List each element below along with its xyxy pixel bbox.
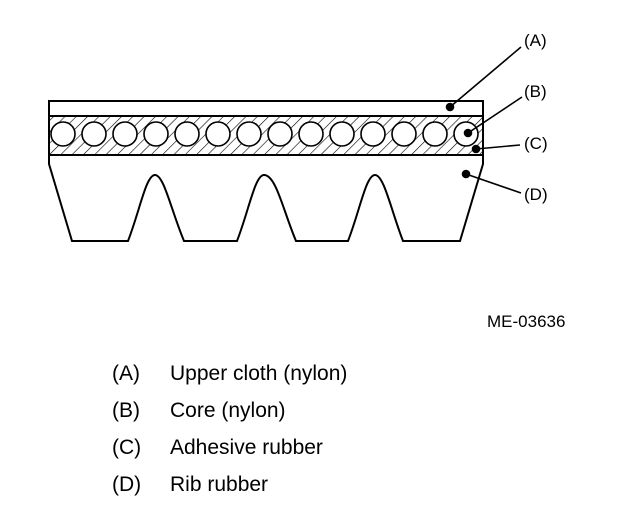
core-cord xyxy=(174,121,200,147)
callout-b-label: (B) xyxy=(524,82,547,101)
callout-a-label: (A) xyxy=(524,31,547,50)
figure-code: ME-03636 xyxy=(487,312,566,331)
callout-d-label: (D) xyxy=(524,185,548,204)
rib-rubber-layer xyxy=(48,154,484,242)
upper-cloth-layer xyxy=(48,100,484,117)
core-cord xyxy=(143,121,169,147)
core-cord xyxy=(81,121,107,147)
core-cord xyxy=(360,121,386,147)
core-cord xyxy=(391,121,417,147)
legend-text: Adhesive rubber xyxy=(170,436,323,459)
core-cord xyxy=(298,121,324,147)
legend-key: (B) xyxy=(112,399,140,422)
legend-key: (D) xyxy=(112,473,142,496)
legend-text: Upper cloth (nylon) xyxy=(170,362,348,385)
legend-key: (C) xyxy=(112,436,142,459)
core-cord xyxy=(422,121,448,147)
legend-text: Core (nylon) xyxy=(170,399,286,422)
legend-key: (A) xyxy=(112,362,140,385)
core-cord xyxy=(267,121,293,147)
core-layer xyxy=(48,115,484,156)
core-cord xyxy=(236,121,262,147)
core-cord xyxy=(112,121,138,147)
legend-text: Rib rubber xyxy=(170,473,269,496)
callout-leaders xyxy=(445,46,523,194)
belt-cross-section-diagram: (A) (B) (C) (D) xyxy=(48,31,548,242)
core-cord xyxy=(329,121,355,147)
core-cord xyxy=(205,121,231,147)
callout-c-label: (C) xyxy=(524,134,548,153)
core-cord xyxy=(50,121,76,147)
